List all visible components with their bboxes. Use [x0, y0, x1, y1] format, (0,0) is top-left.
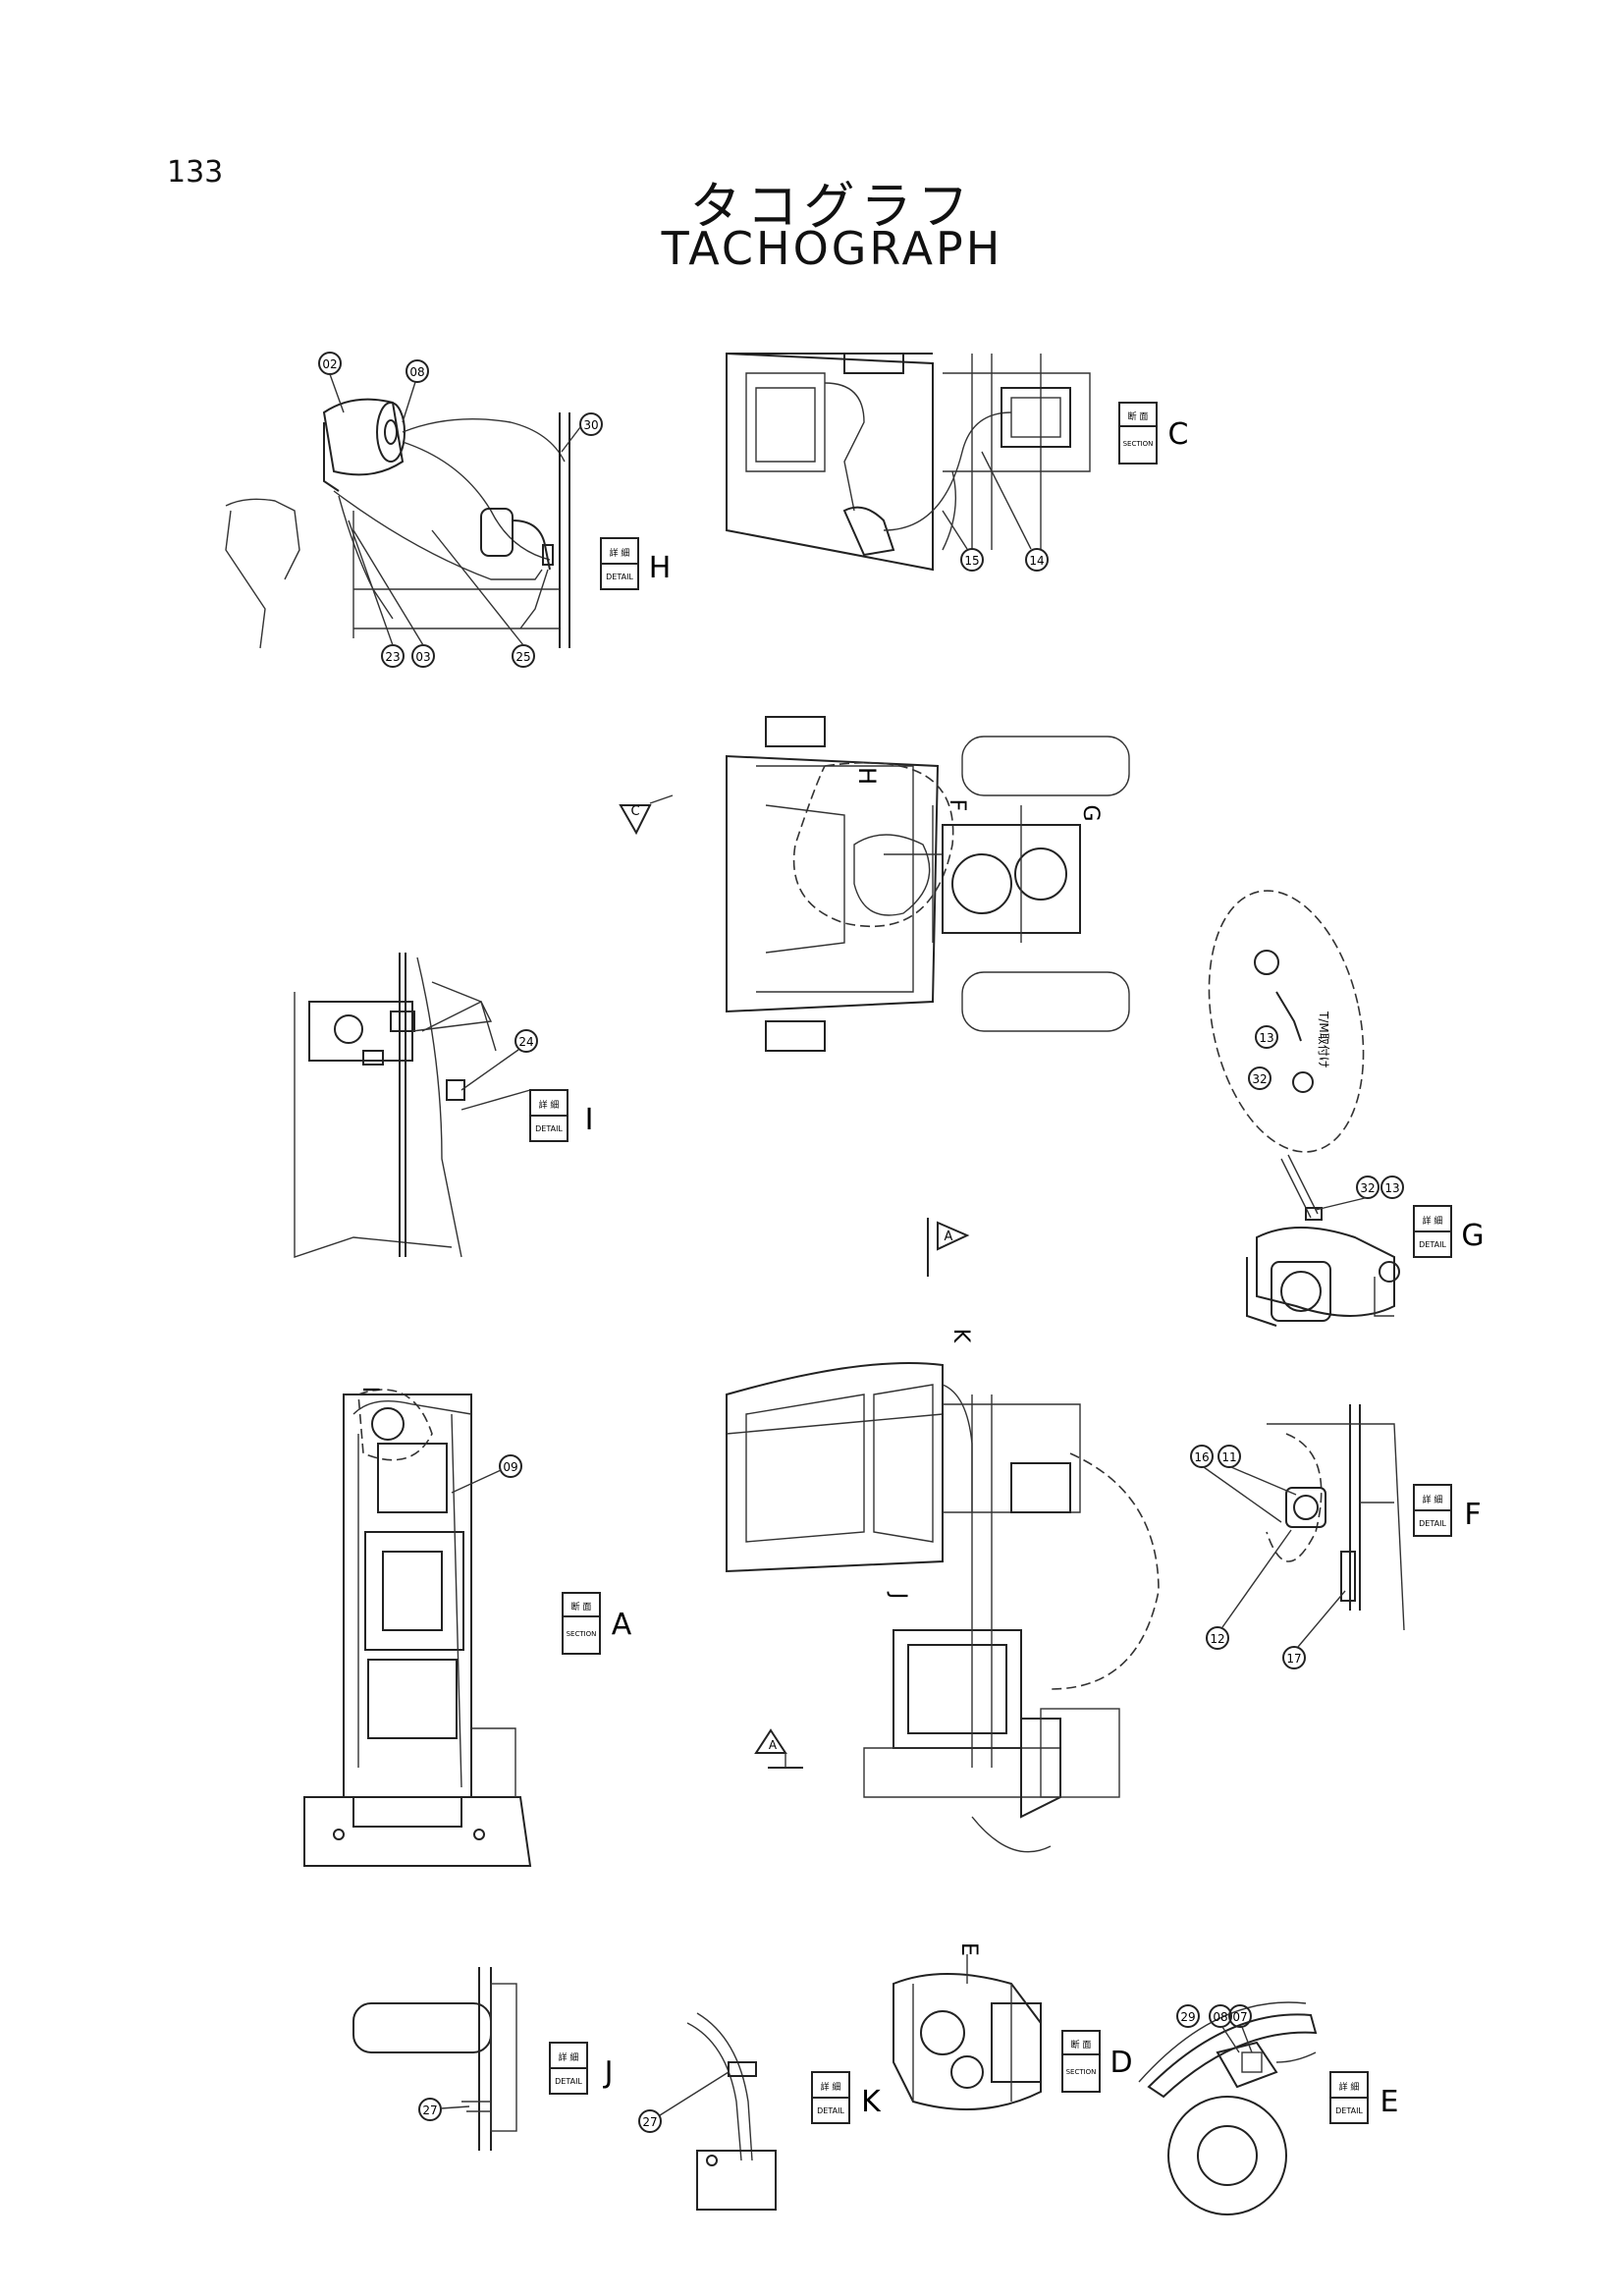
- view-arrow-f: F: [945, 799, 969, 812]
- callout-23: 23: [385, 650, 400, 664]
- callout-12: 12: [1210, 1632, 1224, 1646]
- detail-g-oval: 13 32 T/M取付け: [1208, 890, 1365, 1153]
- svg-text:詳 細: 詳 細: [1339, 2081, 1360, 2093]
- view-arrow-k: K: [948, 1329, 973, 1343]
- view-arrow-h: H: [853, 767, 881, 785]
- detail-j-view: 27: [352, 1967, 517, 2151]
- svg-text:詳 細: 詳 細: [610, 547, 630, 559]
- detail-g-view: 32 13: [1246, 1154, 1404, 1327]
- callout-27b: 27: [642, 2115, 657, 2129]
- view-letter-d: D: [1109, 2046, 1132, 2080]
- callout-24: 24: [518, 1035, 533, 1049]
- svg-text:DETAIL: DETAIL: [606, 573, 633, 581]
- svg-text:DETAIL: DETAIL: [1419, 1240, 1446, 1249]
- callout-08: 08: [409, 365, 424, 379]
- callout-13: 13: [1259, 1031, 1273, 1045]
- section-arrow-a-top: A: [927, 1218, 970, 1277]
- svg-text:詳 細: 詳 細: [1423, 1215, 1443, 1227]
- view-label-section-a: 断 面 SECTION A: [562, 1592, 632, 1655]
- view-letter-h: H: [649, 551, 672, 585]
- detail-f-view: 16 11 12 17: [1190, 1404, 1405, 1669]
- svg-text:詳 細: 詳 細: [539, 1099, 560, 1111]
- view-letter-f: F: [1464, 1498, 1481, 1532]
- plan-view: [726, 716, 1130, 1052]
- view-letter-j: J: [603, 2055, 614, 2090]
- svg-text:A: A: [945, 1230, 953, 1244]
- section-arrow-c: [619, 804, 652, 836]
- callout-15: 15: [964, 554, 979, 568]
- callout-13b: 13: [1384, 1181, 1399, 1195]
- detail-h-view: 02 08 30 23 03 25: [225, 352, 603, 668]
- callout-32: 32: [1252, 1072, 1267, 1086]
- view-letter-i: I: [585, 1103, 594, 1137]
- title-japanese: タコグラフ: [689, 178, 975, 237]
- view-label-detail-j: 詳 細 DETAIL J: [549, 2042, 614, 2095]
- title-english: TACHOGRAPH: [661, 222, 1003, 275]
- svg-text:SECTION: SECTION: [1066, 2068, 1097, 2076]
- section-arrow-a-bottom: A: [754, 1728, 803, 1769]
- view-label-detail-g: 詳 細 DETAIL G: [1413, 1205, 1485, 1258]
- svg-text:SECTION: SECTION: [567, 1630, 597, 1638]
- view-arrow-g: G: [1078, 804, 1103, 821]
- view-label-detail-f: 詳 細 DETAIL F: [1413, 1484, 1482, 1537]
- svg-text:詳 細: 詳 細: [559, 2051, 579, 2063]
- view-arrow-i: I: [357, 1387, 382, 1394]
- view-arrow-j: J: [886, 1591, 910, 1600]
- callout-30: 30: [583, 418, 598, 432]
- view-label-detail-i: 詳 細 DETAIL I: [529, 1089, 594, 1142]
- callout-16: 16: [1194, 1450, 1209, 1464]
- svg-text:SECTION: SECTION: [1123, 440, 1154, 448]
- svg-text:断 面: 断 面: [1071, 2039, 1092, 2050]
- svg-text:DETAIL: DETAIL: [817, 2106, 844, 2115]
- svg-text:詳 細: 詳 細: [821, 2081, 841, 2093]
- view-label-detail-k: 詳 細 DETAIL K: [811, 2071, 882, 2124]
- svg-text:DETAIL: DETAIL: [1419, 1519, 1446, 1528]
- callout-32b: 32: [1360, 1181, 1375, 1195]
- detail-k-view: 27: [638, 2012, 777, 2211]
- detail-e-view: 29 08 07: [1138, 2001, 1318, 2215]
- section-a-view: 09: [303, 1389, 532, 1867]
- view-label-detail-h: 詳 細 DETAIL H: [600, 537, 672, 590]
- callout-09: 09: [503, 1460, 517, 1474]
- callout-11: 11: [1221, 1450, 1236, 1464]
- callout-02: 02: [322, 357, 337, 371]
- callout-08b: 08: [1213, 2010, 1227, 2024]
- callout-27: 27: [422, 2104, 437, 2117]
- view-letter-g: G: [1461, 1219, 1484, 1253]
- svg-text:詳 細: 詳 細: [1423, 1494, 1443, 1505]
- side-view: [726, 1362, 1160, 1853]
- detail-i-view: 24: [294, 953, 538, 1258]
- section-arrow-c-letter: C: [630, 804, 639, 819]
- svg-text:DETAIL: DETAIL: [535, 1124, 563, 1133]
- note-tm-mount: T/M取付け: [1317, 1011, 1330, 1068]
- view-letter-e: E: [1380, 2085, 1399, 2119]
- svg-text:断 面: 断 面: [1128, 410, 1149, 422]
- section-c-view: 15 14: [726, 352, 1091, 572]
- svg-text:A: A: [769, 1738, 778, 1752]
- callout-17: 17: [1286, 1652, 1301, 1666]
- callout-07: 07: [1232, 2010, 1247, 2024]
- view-arrow-e: E: [956, 1942, 981, 1956]
- svg-text:DETAIL: DETAIL: [555, 2077, 582, 2086]
- page-number: 133: [167, 155, 224, 190]
- view-letter-c: C: [1168, 417, 1189, 452]
- view-label-section-c: 断 面 SECTION C: [1118, 402, 1189, 465]
- callout-14: 14: [1029, 554, 1044, 568]
- callout-25: 25: [515, 650, 530, 664]
- view-letter-k: K: [861, 2085, 882, 2119]
- svg-text:断 面: 断 面: [571, 1601, 592, 1613]
- section-d-view: [893, 1954, 1042, 2110]
- svg-text:DETAIL: DETAIL: [1335, 2106, 1363, 2115]
- view-letter-a: A: [612, 1608, 632, 1642]
- callout-29: 29: [1180, 2010, 1195, 2024]
- view-label-detail-e: 詳 細 DETAIL E: [1329, 2071, 1399, 2124]
- view-label-section-d: 断 面 SECTION D: [1061, 2030, 1133, 2093]
- callout-03: 03: [415, 650, 430, 664]
